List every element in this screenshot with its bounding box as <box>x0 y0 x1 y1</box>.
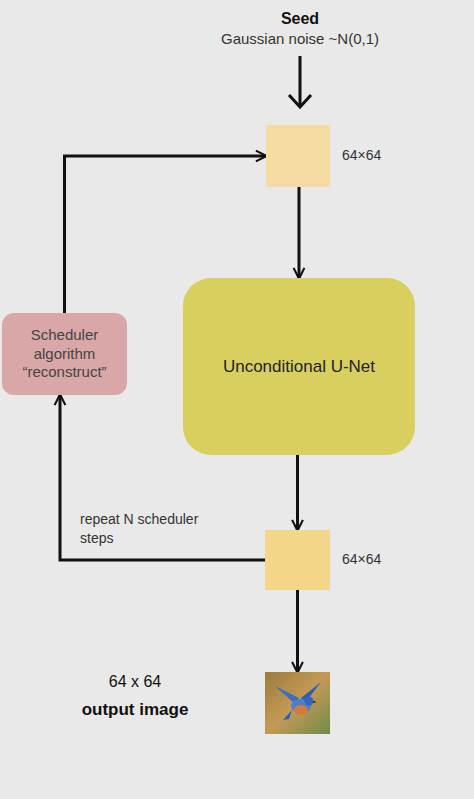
node-text-wrap: Scheduler algorithm “reconstruct” <box>2 313 127 395</box>
size-label: 64×64 <box>342 551 381 569</box>
bird-photo <box>265 672 330 734</box>
size-label: 64 x 64 <box>55 672 215 692</box>
node-label: Unconditional U-Net <box>223 356 375 377</box>
node-label: Scheduler algorithm “reconstruct” <box>6 326 123 382</box>
latent-square: 64×64 <box>265 530 330 590</box>
unet-box: Unconditional U-Net <box>183 278 415 455</box>
size-label: 64×64 <box>342 147 381 165</box>
flow-arrow <box>296 590 299 672</box>
flow-arrow <box>296 455 299 530</box>
seed-arrow-head <box>289 95 311 107</box>
scheduler-box: Scheduler algorithm “reconstruct” <box>2 313 127 395</box>
noise-label: Gaussian noise ~N(0,1) <box>200 30 400 47</box>
latent-square: 64×64 <box>266 125 330 187</box>
output-image: 64 x 64output image <box>265 672 330 734</box>
seed-arrow-line <box>299 56 302 106</box>
node-text-wrap: Unconditional U-Net <box>183 278 415 455</box>
edge-label: repeat N scheduler steps <box>80 510 230 548</box>
flow-arrow <box>298 187 301 278</box>
seed-title: Seed <box>220 10 380 28</box>
output-caption: output image <box>55 699 215 720</box>
